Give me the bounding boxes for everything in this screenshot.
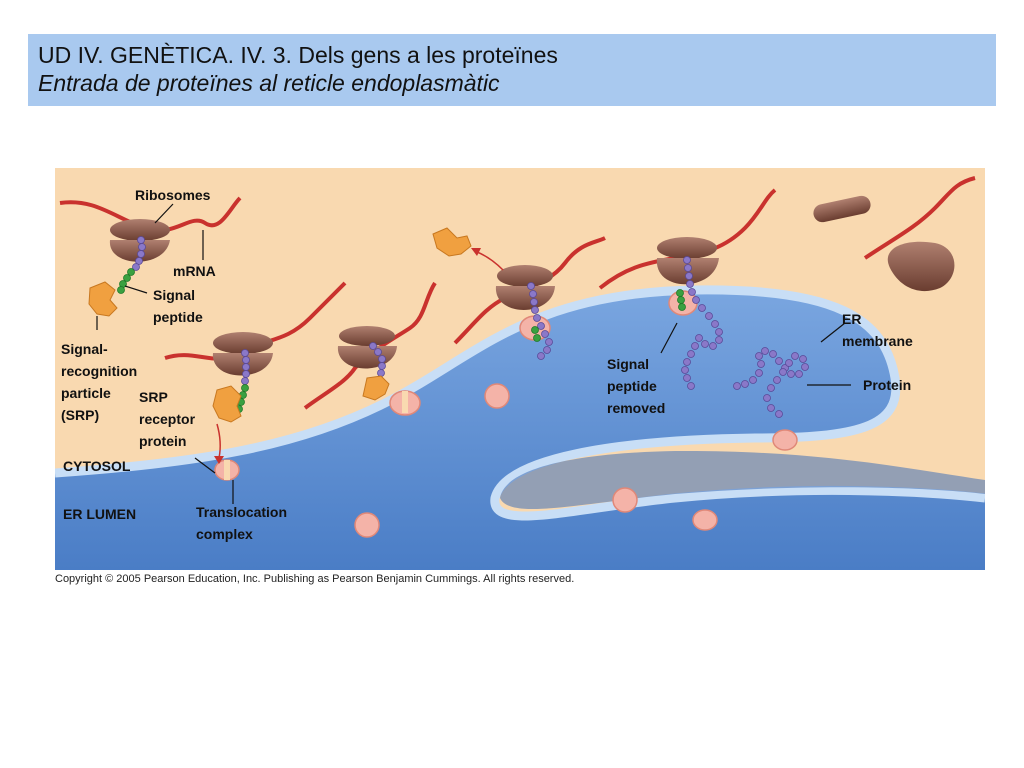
srp-release-arrowhead (471, 248, 481, 256)
er-lumen (55, 289, 985, 570)
ribosome-large-subunit (887, 241, 955, 292)
diagram-canvas (55, 168, 985, 570)
translocon-free-3 (612, 487, 638, 513)
translocation-complex-5 (772, 429, 798, 451)
copyright-notice: Copyright © 2005 Pearson Education, Inc.… (55, 573, 575, 585)
srp-binding-arrowhead (214, 456, 224, 464)
title-bar: UD IV. GENÈTICA. IV. 3. Dels gens a les … (28, 34, 996, 106)
polypeptide-chains (132, 236, 809, 418)
label-srp: Signal- recognition particle (SRP) (61, 341, 138, 423)
ribosome-2 (212, 332, 273, 376)
label-signal-peptide: Signal peptide (153, 287, 203, 325)
translocon-free-2 (354, 512, 380, 538)
er-protein-entry-diagram: Ribosomes mRNA Signal peptide Signal- re… (55, 168, 985, 570)
label-srp-receptor: SRP receptor protein (139, 389, 196, 449)
ribosome-4 (495, 265, 555, 310)
srp-release-arrow (476, 251, 504, 271)
translocation-complex-1 (214, 459, 240, 481)
srp-particle-2 (212, 385, 242, 423)
label-cytosol: CYTOSOL (63, 458, 131, 474)
srp-particle-3 (362, 375, 390, 401)
label-er-lumen: ER LUMEN (63, 506, 137, 522)
page-subtitle: Entrada de proteïnes al reticle endoplas… (38, 70, 500, 96)
label-ribosomes: Ribosomes (135, 187, 211, 203)
srp-particle-released (432, 227, 472, 257)
mrna-strand-6 (863, 176, 976, 260)
ribosome-small-subunit (813, 195, 871, 223)
label-signal-peptide-removed: Signal peptide removed (607, 356, 666, 416)
label-mrna: mRNA (173, 263, 216, 279)
page-title: UD IV. GENÈTICA. IV. 3. Dels gens a les … (38, 42, 558, 68)
label-er-membrane: ER membrane (842, 311, 913, 349)
label-protein: Protein (863, 377, 912, 393)
translocon-free-1 (484, 383, 510, 409)
srp-particle-1 (88, 281, 118, 317)
srp-binding-arrow (216, 423, 222, 459)
translocation-complex-6 (692, 509, 718, 531)
mrna-strand-1 (59, 196, 242, 233)
leader-lines (96, 203, 851, 504)
label-translocation-complex: Translocation complex (196, 504, 288, 542)
translocation-complex-2 (389, 390, 421, 416)
